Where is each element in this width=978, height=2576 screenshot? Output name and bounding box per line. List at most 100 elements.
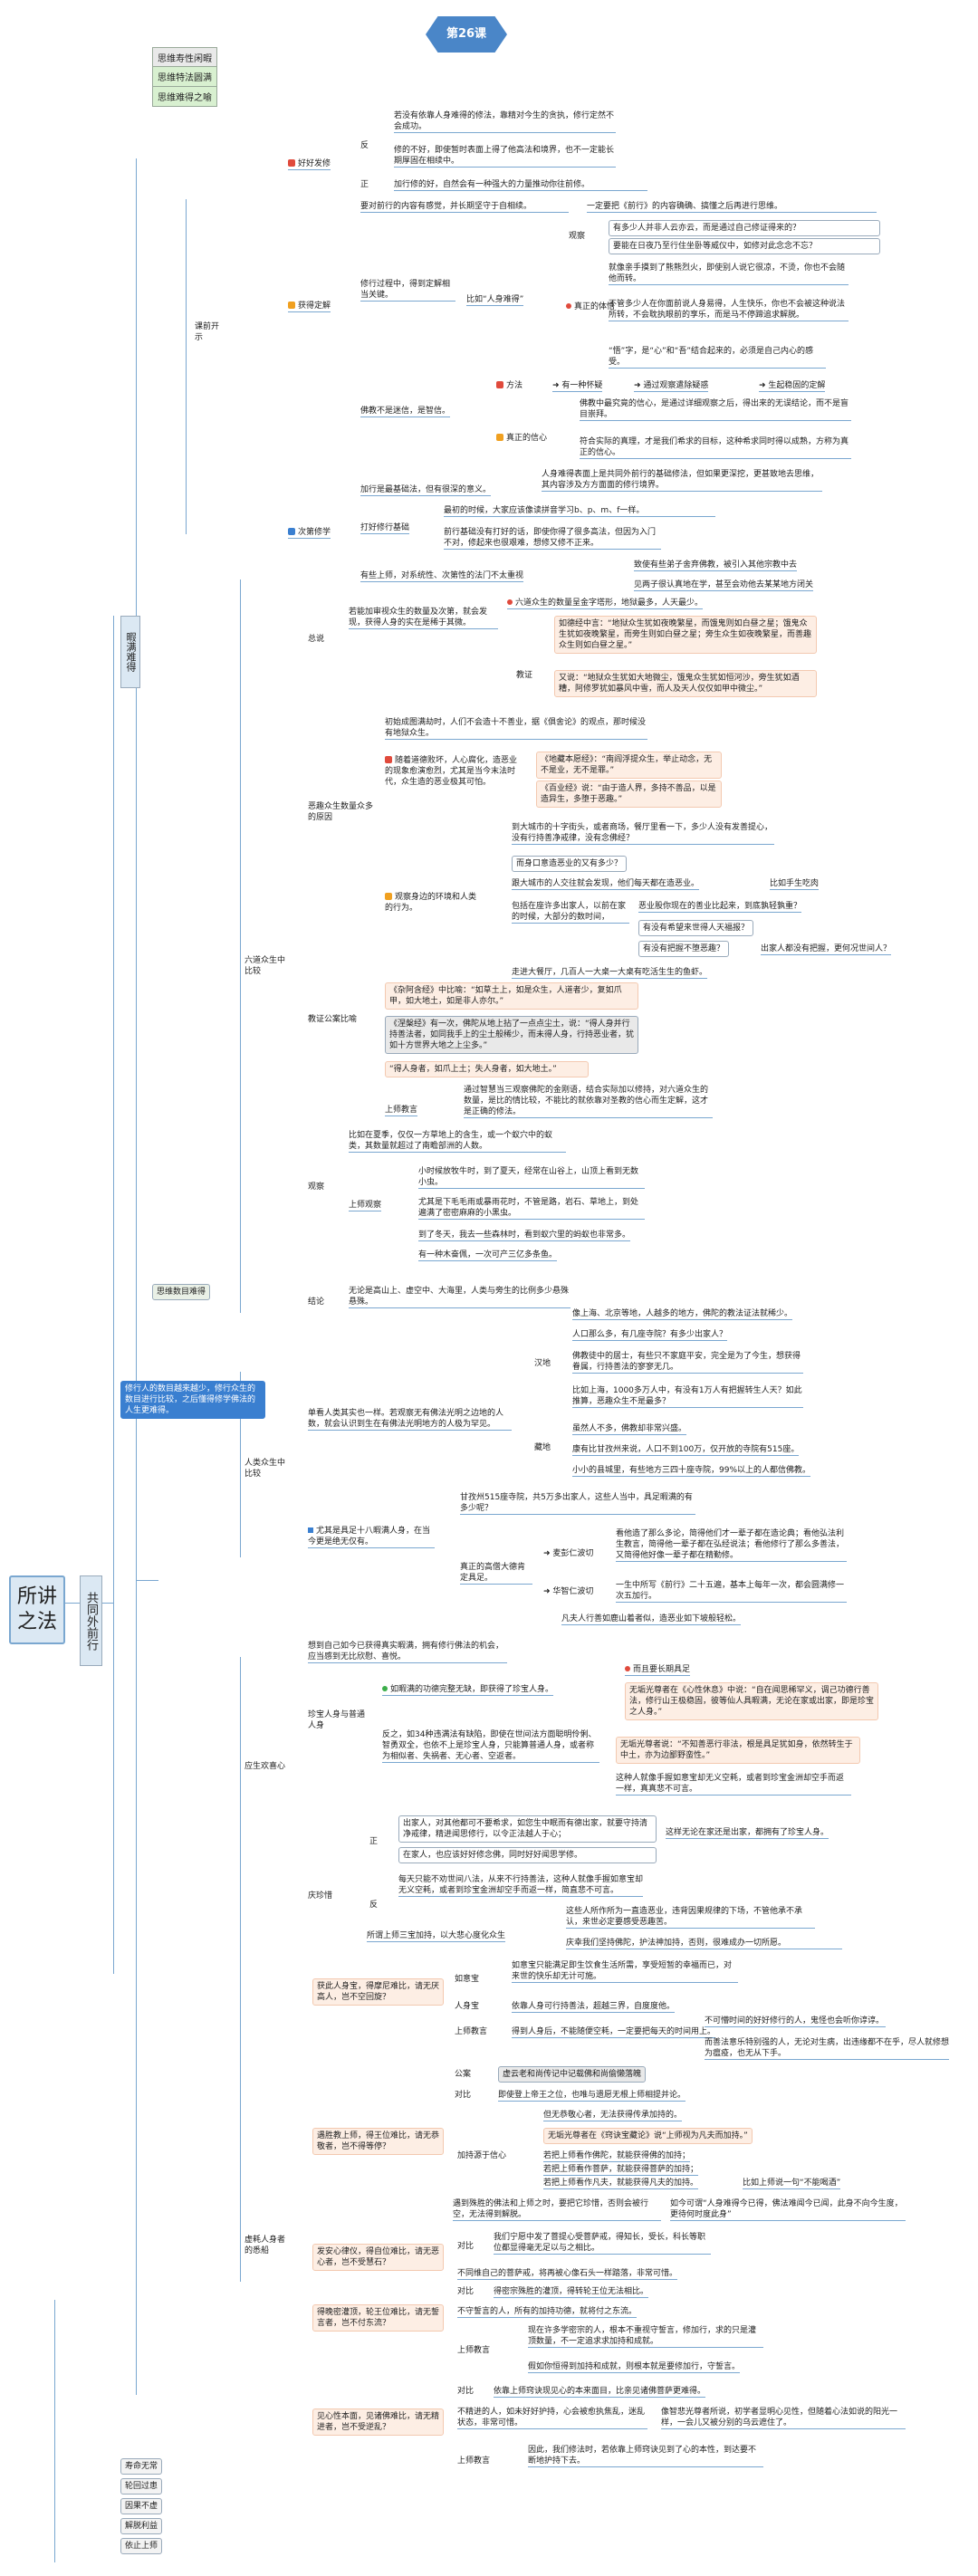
yuan-e1: 到大城市的十字街头，或者商场，餐厅里看一下，多少人没有发善提心，没有行持善净戒律… (512, 823, 774, 845)
g1-a3: 人身宝 (455, 2002, 480, 2011)
g1-a4: 依靠人身可行持善法，超越三界，自度度他。 (512, 2002, 676, 2013)
yuan-e5: 包括在座许多出家人，以前在家的时候，大部分的数时间， (512, 901, 629, 924)
patrul: ➜ 华智仁波切 (543, 1587, 594, 1596)
sec3-b: 尤其是具足十八暇满人身，在当今更是绝无仅有。 (308, 1526, 435, 1548)
sec4-label[interactable]: 应生欢喜心 (244, 1762, 286, 1771)
sec3-label[interactable]: 人类众生中比较 (244, 1459, 286, 1479)
yuan-e7: 有没有希望来世得人天福报？ (638, 920, 754, 936)
g4-title[interactable]: 得晚密灌顶，轮王位难比，请无誓言者，岂不付东流？ (312, 2304, 444, 2332)
yuan-y3: 观察身边的环境和人类的行为。 (385, 893, 477, 913)
jl-title[interactable]: 结论 (308, 1298, 325, 1307)
gc-h3: 到了冬天，我去一些森林时，看到蚁穴里的蚂蚁也非常多。 (418, 1231, 631, 1241)
g5-e6: 因此，我们修法时，若依靠上师窍诀见到了心的本性，到达要不断地护持下去。 (528, 2445, 763, 2467)
g3-c1: 对比 (457, 2242, 475, 2251)
qin-positive: 正 (369, 1837, 379, 1846)
sec2-label[interactable]: 六道众生中比较 (244, 956, 286, 976)
main-topic[interactable]: 所讲之法 (9, 1575, 65, 1644)
g1-a5: 上师教言 (455, 2027, 488, 2036)
gc-g2: 上师观察 (349, 1201, 382, 1211)
number-2-icon (496, 434, 503, 441)
g1-a11: 对比 (455, 2091, 472, 2100)
method-f2: ➜ 通过观察遣除疑惑 (634, 381, 709, 392)
g2-title[interactable]: 遇胜教上师，得王位难比，请无恭敬者，岂不得等停？ (312, 2128, 444, 2155)
sec5-label[interactable]: 虚耗人身者的悉船 (244, 2236, 286, 2255)
outer-preliminary[interactable]: 共同外前行 (80, 1575, 102, 1666)
yuan-y1: 初始成图满劫时，人们不会造十不善业，据《俱舍论》的观点，那时候没有地狱众生。 (385, 718, 647, 740)
zhen-z5: 无垢光尊者说：“不知善恶行非法，根是具足犹如身，依然转生于中土，亦为边鄙野蛮性。… (616, 1737, 860, 1764)
faith-x1: 佛教中最究竟的信心，是通过详细观察之后，得出来的无误结论，而不是盲目崇拜。 (580, 398, 851, 421)
zhen-z1: 如暇满的功德完整无缺，即获得了珍宝人身。 (382, 1684, 554, 1696)
gain-conviction[interactable]: 获得定解 (288, 301, 331, 312)
han-h4: 比如上海，1000多万人中，有没有1万人有把握转生人天？如此推算，恶趣众生不是最… (572, 1386, 803, 1408)
g4-d4: 上师教言 (457, 2346, 491, 2355)
yuan-e2: 而身口意造恶业的又有多少？ (512, 856, 628, 872)
good-t2: 修的不好，即使暂时表面上得了他高法和境界，也不一定能长期厚固在相续中。 (394, 146, 616, 168)
rong-z1: 就像亲手摸到了熊熊烈火，即使别人说它很凉，不烫，你也不会随他而转。 (609, 263, 849, 285)
green-dot-icon (382, 1686, 388, 1691)
g4-d5: 现在许多学密宗的人，根本不重视守誓言，修加行，求的只是灌顶数量，不一定追求求加持… (528, 2325, 763, 2348)
g1-title[interactable]: 获此人身宝，得摩尼难比，请无厌高人，岂不空回旋？ (312, 1978, 444, 2006)
bottom-tag-teacher[interactable]: 依止上师 (120, 2538, 163, 2554)
qin-q7: 庆幸我们坚持佛陀，护法神加持，否则，很难成办一切所愿。 (566, 1938, 842, 1949)
zang-z3: 小小的县城里，有些地方三四十座寺院，99%以上的人都信佛教。 (572, 1466, 811, 1477)
qin-title[interactable]: 庆珍惜 (308, 1891, 333, 1901)
number-2-icon (288, 302, 295, 309)
zong-title[interactable]: 总说 (308, 635, 325, 644)
bottom-tag-samsara[interactable]: 轮回过患 (120, 2478, 163, 2495)
g1-a6: 得到人身后，不能随便空耗，一定要把每天的时间用上。 (512, 2027, 716, 2038)
zong-j1: 如德经中言：“地狱众生犹如夜晚繁星，而饿鬼则如白昼之星；饿鬼众生犹如夜晚繁星，而… (554, 616, 817, 654)
gc-title[interactable]: 观察 (308, 1183, 325, 1192)
rong-r3: 修行过程中，得到定解相当关键。 (360, 279, 455, 302)
g1-a7: 不可懵时间的好好修行的人，鬼怪也会听你谆谆。 (705, 2016, 886, 2027)
bottom-tag-impermanence[interactable]: 寿命无常 (120, 2458, 163, 2475)
g3-title[interactable]: 发安心律仪，得自位难比，请无恶心者，岂不受慧石？ (312, 2244, 444, 2271)
g1-a1: 如意宝 (455, 1975, 480, 1984)
zhen-title[interactable]: 珍宝人身与普通人身 (308, 1710, 366, 1730)
good-practice[interactable]: 好好发修 (288, 158, 331, 170)
g1-a2: 如意宝只能满足即生饮食生活所需，享受短暂的幸福而已，对来世的快乐却无计可施。 (512, 1960, 738, 1983)
tag-endowment[interactable]: 思维特法圆满 (152, 66, 217, 87)
ci-c8: 见两子很认真地在学，甚至会劝他去某某地方闭关 (634, 580, 814, 591)
ci-c6: 有些上师，对系统性、次第性的法门不太重视 (360, 571, 524, 582)
g2-b1: 但无恭敬心者，无法获得传承加持的。 (543, 2111, 683, 2121)
zong-a: 六道众生的数量呈金字塔形，地狱最多，人天最少。 (507, 598, 704, 609)
sec1-label[interactable]: 课前开示 (195, 322, 220, 342)
tag-analogy[interactable]: 思维难得之喻 (152, 86, 217, 107)
zhen-z2: 而且要长期具足 (625, 1664, 691, 1676)
rong-z2: 不管多少人在你面前说人身易得，人生快乐，你也不会被这种说法所转，不会耽执眼前的享… (609, 299, 849, 321)
g1-a9: 公案 (455, 2070, 472, 2079)
bottom-tag-karma[interactable]: 因果不虚 (120, 2498, 163, 2514)
yuan-e9: 出家人都没有把握，更何况世间人？ (761, 944, 892, 955)
rong-realization: 真正的体悟 (566, 302, 615, 312)
number-1-icon (288, 159, 295, 167)
qin-q6: 这些人所作所为一直造恶业，违背因果规律的下场，不管他承不承认，来世必定要感受恶趣… (566, 1906, 815, 1929)
gc-h4: 有一种木奋佩，一次可产三亿多条鱼。 (418, 1250, 558, 1261)
red-dot-icon (625, 1666, 630, 1671)
g2-b8: 遇到殊胜的佛法和上师之时，要把它珍惜，否则会被行空，无法得到解脱。 (453, 2198, 661, 2221)
yuan-e8: 有没有把握不堕恶趣？ (638, 941, 730, 957)
sec3-b1: 甘孜州515座寺院，共5万多出家人，这些人当中，具足暇满的有多少呢？ (460, 1492, 695, 1515)
rong-observe: 观察 (569, 232, 586, 241)
gradual-study[interactable]: 次第修学 (288, 527, 331, 539)
vertical-tag-leisure[interactable]: 暇满难得 (120, 616, 140, 688)
yuan-title[interactable]: 恶趣众生数量众多的原因 (308, 802, 374, 822)
numbers-rare-node[interactable]: 思维数目难得 (152, 1284, 211, 1300)
number-3-icon (288, 528, 295, 535)
jz-title[interactable]: 教证公案比喻 (308, 1015, 358, 1024)
g2-b9: 如今可谓“人身难得今已得，佛法难闻今已闻，此身不向今生度，更待何时度此身” (670, 2198, 906, 2221)
g5-e1: 对比 (457, 2387, 475, 2396)
rong-fo: 佛教不是迷信，是智信。 (360, 407, 451, 417)
true-faith: 真正的信心 (496, 433, 547, 444)
ci-c3: 打好修行基础 (360, 523, 410, 534)
g5-title[interactable]: 见心性本面，见诸佛难比，请无精进者，岂不受逆乱？ (312, 2408, 444, 2436)
g4-d1: 对比 (457, 2287, 475, 2296)
rong-r1: 要对前行的内容有感觉，并长期坚守于自相续。 (360, 201, 569, 213)
zong-j2: 又说：“地狱众生犹如大地微尘，饿鬼众生犹如恒河沙，旁生犹如酒糟，阿修罗犹如暴风中… (554, 670, 817, 697)
g4-d6: 假如你恒得到加持和成就，则根本就是要修加行，守誓言。 (528, 2362, 741, 2373)
bottom-tag-liberation[interactable]: 解脱利益 (120, 2518, 163, 2534)
method-f1: ➜ 有一种怀疑 (552, 381, 603, 392)
g2-b6: 若把上师看作凡夫，就能获得凡夫的加持。 (543, 2179, 699, 2189)
sec3-b7: 凡夫人行善如鹿山着者似，造恶业如下坡般轻松。 (561, 1614, 742, 1625)
han-h3: 佛教徒中的居士，有些只不家庭平安，完全是为了今生，想获得眷属，行持善法的寥寥无几… (572, 1351, 803, 1374)
tag-leisure[interactable]: 思维寿性闲暇 (152, 47, 217, 68)
